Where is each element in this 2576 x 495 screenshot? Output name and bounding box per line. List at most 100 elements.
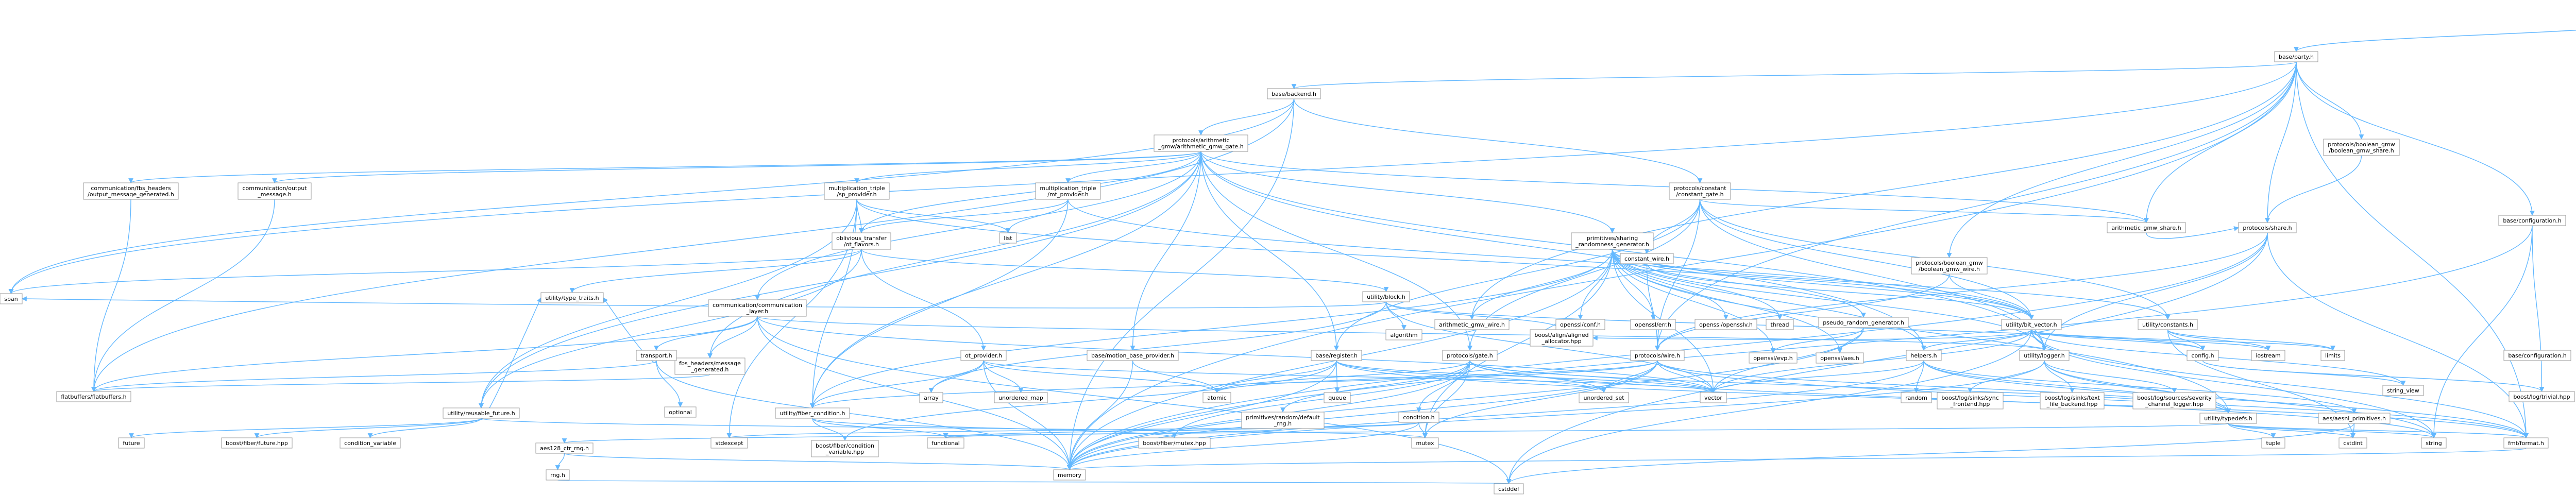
node-comm-fbs-out[interactable]: communication/fbs_headers/output_message… [83,182,179,200]
node-limits[interactable]: limits [2320,350,2345,361]
node-openssl-err[interactable]: openssl/err.h [1630,319,1676,330]
node-typedefs[interactable]: utility/typedefs.h [2199,413,2257,424]
node-array[interactable]: array [919,392,943,403]
node-register[interactable]: base/register.h [1311,350,1362,361]
node-proto-gate[interactable]: protocols/gate.h [1442,350,1498,361]
node-config[interactable]: config.h [2187,350,2219,361]
node-mt-sp[interactable]: multiplication_triple/sp_provider.h [824,182,890,200]
node-bool-gmw-wire[interactable]: protocols/boolean_gmw/boolean_gmw_wire.h [1911,257,1988,275]
node-aes128-ctr[interactable]: aes128_ctr_rng.h [535,442,594,454]
node-openssl-evp[interactable]: openssl/evp.h [1749,352,1798,364]
node-label: condition_variable [344,440,396,447]
node-label: boost/fiber/condition [816,442,874,449]
node-fiber-future[interactable]: boost/fiber/future.hpp [221,437,293,449]
node-comm-out-msg[interactable]: communication/output_message.h [238,182,312,200]
node-box [2503,437,2549,449]
edge-arith-gmw-gate-to-fbs-msg-gen [707,151,1201,359]
node-stdexcept[interactable]: stdexcept [710,437,748,449]
node-functional[interactable]: functional [927,437,964,449]
node-mt-mt[interactable]: multiplication_triple/mt_provider.h [1035,182,1101,200]
node-configuration[interactable]: base/configuration.h [2498,215,2566,226]
node-fiber-cv[interactable]: boost/fiber/condition_variable.hpp [811,440,879,457]
edge-block-to-span [22,296,1387,309]
node-const-gate[interactable]: protocols/constant/constant_gate.h [1669,182,1731,200]
node-arith-gmw-gate[interactable]: protocols/arithmetic_gmw/arithmetic_gmw_… [1154,134,1248,152]
node-proto-wire[interactable]: protocols/wire.h [1630,350,1685,361]
node-box [540,292,604,303]
node-optional[interactable]: optional [664,406,697,418]
edge-comm-layer-to-transport [654,316,758,351]
node-openssl-v[interactable]: openssl/opensslv.h [1694,319,1757,330]
node-unordered-set[interactable]: unordered_set [1579,392,1629,403]
node-memory[interactable]: memory [1053,469,1086,481]
node-random[interactable]: random [1901,392,1932,403]
node-condition-variable[interactable]: condition_variable [340,437,401,449]
node-rng[interactable]: rng.h [546,469,570,481]
node-aligned-alloc[interactable]: boost/align/aligned_allocator.hpp [1530,329,1594,347]
node-reusable-future[interactable]: utility/reusable_future.h [443,407,520,419]
node-constant-wire[interactable]: constant_wire.h [1620,253,1674,264]
node-constants[interactable]: utility/constants.h [2138,319,2198,330]
node-cstdint[interactable]: cstdint [2338,437,2367,449]
node-mutex[interactable]: mutex [1411,437,1439,449]
node-flatbuffers[interactable]: flatbuffers/flatbuffers.h [56,391,131,402]
node-cstddef[interactable]: cstddef [1494,483,1524,494]
node-prim-sharing[interactable]: primitives/sharing_randomness_generator.… [1571,232,1654,250]
node-fiber-condition[interactable]: utility/fiber_condition.h [775,407,850,419]
node-thread[interactable]: thread [1766,319,1794,330]
node-helpers[interactable]: helpers.h [1906,350,1942,361]
edge-const-gate-to-constant-wire [1644,199,1701,254]
node-baseparty[interactable]: base/party.h [2274,51,2318,62]
node-arith-gmw-wire[interactable]: arithmetic_gmw_wire.h [1434,319,1510,330]
node-label: limits [2325,352,2341,359]
node-prim-random-default[interactable]: primitives/random/default_rng.h [1241,412,1325,429]
node-sinks-text[interactable]: boost/log/sinks/text_file_backend.hpp [2040,392,2105,409]
node-sources-sev[interactable]: boost/log/sources/severity_channel_logge… [2132,392,2216,409]
node-pseudo-rand[interactable]: pseudo_random_generator.h [1818,317,1909,328]
node-label: communication/fbs_headers [91,185,171,192]
node-share-h[interactable]: protocols/share.h [2238,222,2297,233]
node-future[interactable]: future [118,437,145,449]
node-arith-gmw-share[interactable]: arithmetic_gmw_share.h [2107,222,2186,233]
node-trivial[interactable]: boost/log/trivial.hpp [2509,391,2575,402]
node-block[interactable]: utility/block.h [1362,291,1410,302]
node-atomic[interactable]: atomic [1202,392,1231,403]
node-openssl-conf[interactable]: openssl/conf.h [1555,319,1605,330]
node-backend[interactable]: base/backend.h [1267,88,1321,99]
node-base-config-h[interactable]: base/configuration.h [2503,350,2571,361]
node-logger[interactable]: utility/logger.h [2019,350,2070,361]
edge-aes-primitives-to-cstddef [1506,423,2355,484]
node-fbs-msg-gen[interactable]: fbs_headers/message_generated.h [674,357,745,375]
node-openssl-aes[interactable]: openssl/aes.h [1816,352,1864,364]
edge-baseparty-to-fmt-format [2296,61,2529,438]
node-ot-provider[interactable]: ot_provider.h [960,350,1007,361]
node-tuple[interactable]: tuple [2261,437,2285,449]
node-vector[interactable]: vector [1700,392,1727,403]
node-fiber-mutex[interactable]: boost/fiber/mutex.hpp [1138,437,1211,449]
node-base-ot-provider[interactable]: base/motion_base_provider.h [1087,350,1179,361]
node-unordered-map[interactable]: unordered_map [994,392,1048,403]
node-box [1911,257,1988,275]
edge-comm-layer-to-flatbuffers [91,316,758,392]
node-bitvector[interactable]: utility/bit_vector.h [2001,319,2062,330]
node-string[interactable]: string [2421,437,2447,449]
node-aes-primitives[interactable]: aes/aesni_primitives.h [2318,413,2391,424]
node-queue[interactable]: queue [1324,392,1351,403]
node-span[interactable]: span [0,293,23,304]
node-obl-transfer[interactable]: oblivious_transfer/ot_flavors.h [832,232,891,250]
node-fmt-format[interactable]: fmt/format.h [2503,437,2549,449]
node-label: pseudo_random_generator.h [1823,319,1904,326]
node-transport[interactable]: transport.h [636,350,677,361]
node-sinks-sync[interactable]: boost/log/sinks/sync_frontend.hpp [1937,392,2004,409]
node-list[interactable]: list [999,232,1017,244]
node-type-traits[interactable]: utility/type_traits.h [540,292,604,303]
node-iostream[interactable]: iostream [2251,350,2285,361]
node-bool-gmw-share[interactable]: protocols/boolean_gmw/boolean_gmw_share.… [2323,139,2400,156]
node-label: aes/aesni_primitives.h [2323,415,2386,422]
node-label: optional [669,409,692,416]
node-algorithm[interactable]: algorithm [1385,329,1422,340]
node-comm-layer[interactable]: communication/communication_layer.h [708,299,807,317]
node-condition[interactable]: condition.h [1398,412,1439,423]
node-label: string [2426,440,2442,447]
node-string-view[interactable]: string_view [2382,385,2424,396]
